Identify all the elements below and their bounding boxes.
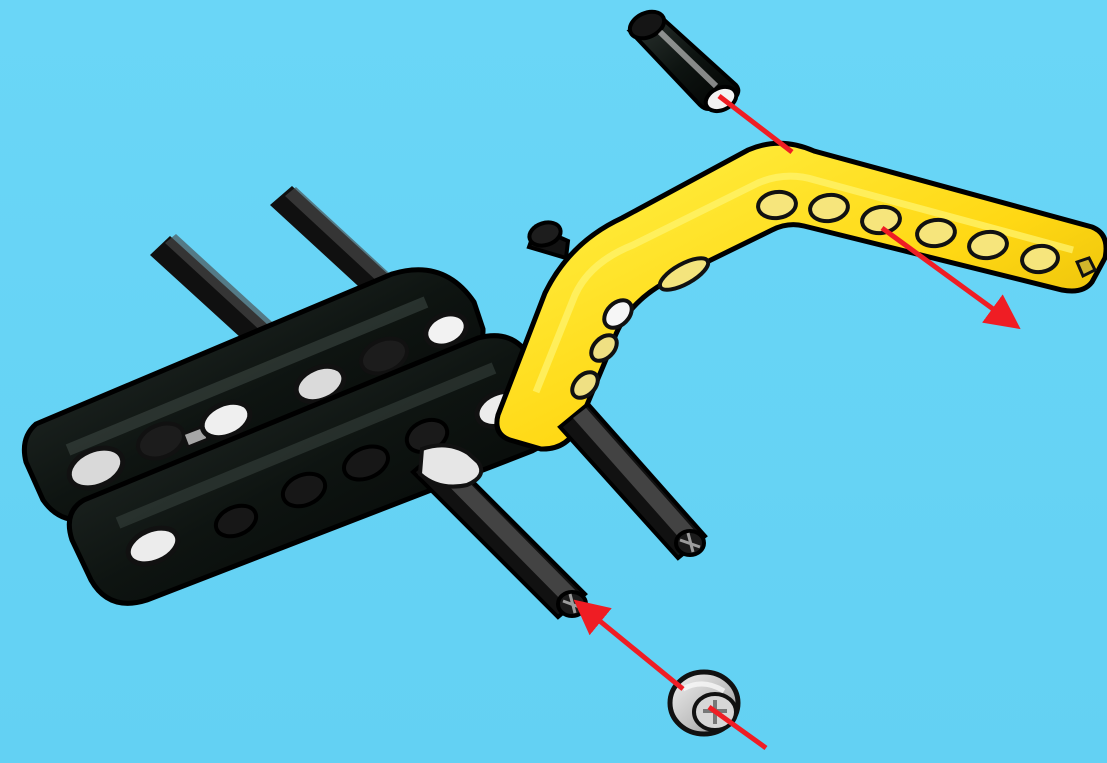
gray-bushing bbox=[670, 672, 738, 734]
